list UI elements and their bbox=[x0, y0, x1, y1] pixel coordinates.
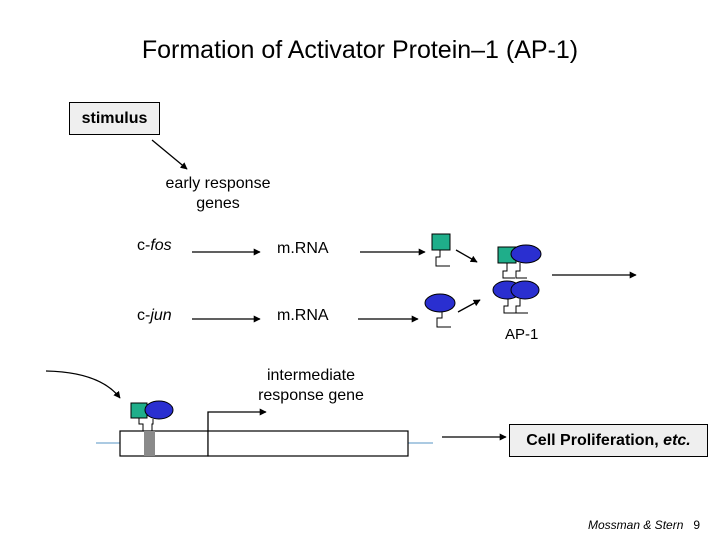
jun-protein bbox=[424, 293, 456, 328]
slide-credit: Mossman & Stern 9 bbox=[588, 518, 700, 532]
fos-protein bbox=[431, 233, 451, 267]
early-response-label: early response genes bbox=[150, 174, 286, 214]
gene-promoter-box bbox=[119, 430, 209, 457]
cell-proliferation-text: Cell Proliferation, bbox=[526, 432, 664, 449]
arrow-fos-to-dimer bbox=[455, 249, 478, 263]
intermediate-gene-label: intermediate response gene bbox=[240, 366, 382, 406]
fos-jun-dimer bbox=[497, 244, 542, 279]
page-number: 9 bbox=[693, 518, 701, 532]
gene-name: fos bbox=[150, 237, 172, 254]
gene-label-c-jun: c-jun bbox=[137, 307, 172, 325]
gene-prefix: c- bbox=[137, 307, 151, 324]
stimulus-box: stimulus bbox=[69, 102, 160, 135]
gene-coding-box bbox=[207, 430, 409, 457]
transcription-start-arrow bbox=[207, 408, 267, 438]
arrow-ap1-binding-curve bbox=[45, 370, 121, 399]
intermediate-line1: intermediate bbox=[266, 367, 356, 384]
page-title: Formation of Activator Protein–1 (AP-1) bbox=[141, 36, 579, 64]
binding-site bbox=[144, 431, 155, 456]
ap1-label: AP-1 bbox=[505, 326, 539, 343]
gene-name: jun bbox=[150, 307, 172, 324]
intermediate-line2: response gene bbox=[258, 387, 364, 404]
credit-author: Mossman & Stern bbox=[588, 518, 684, 532]
mrna-label-fos: m.RNA bbox=[277, 240, 329, 257]
gene-prefix: c- bbox=[137, 237, 151, 254]
bound-ap1-dimer bbox=[130, 400, 174, 431]
early-response-line2: genes bbox=[196, 195, 240, 212]
cell-proliferation-box: Cell Proliferation, etc. bbox=[509, 424, 708, 457]
cell-proliferation-etc: etc. bbox=[663, 432, 691, 449]
arrow-jun-to-dimer bbox=[457, 299, 481, 313]
early-response-line1: early response bbox=[165, 175, 271, 192]
mrna-label-jun: m.RNA bbox=[277, 307, 329, 324]
arrow-stimulus-to-genes bbox=[151, 139, 188, 170]
jun-jun-dimer bbox=[492, 280, 540, 314]
gene-label-c-fos: c-fos bbox=[137, 237, 172, 255]
